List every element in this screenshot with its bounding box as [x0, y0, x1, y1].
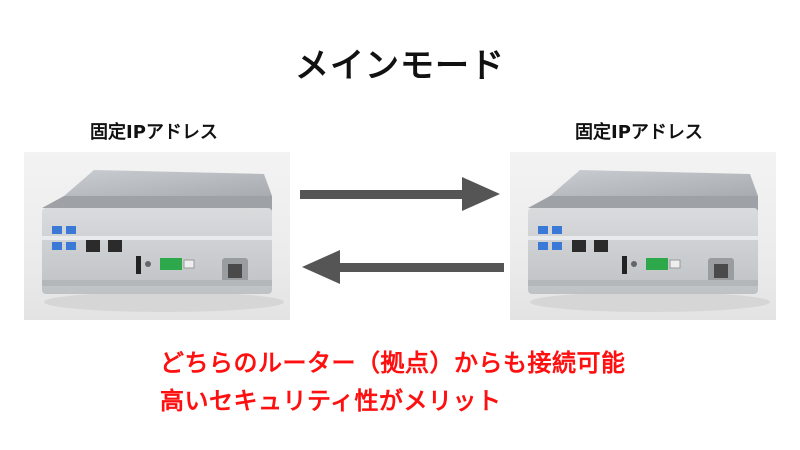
note-line-1: どちらのルーター（拠点）からも接続可能	[160, 349, 626, 377]
left-router-photo	[24, 152, 290, 320]
right-router-photo	[510, 152, 776, 320]
arrow-right-icon	[300, 177, 500, 211]
note-line-2: 高いセキュリティ性がメリット	[160, 387, 502, 415]
left-device-label: 固定IPアドレス	[90, 122, 218, 143]
diagram-title: メインモード	[295, 46, 505, 86]
right-device-label: 固定IPアドレス	[575, 122, 703, 143]
arrow-left-icon	[302, 250, 504, 284]
router-device-icon	[42, 170, 284, 312]
router-device-icon	[528, 170, 770, 312]
